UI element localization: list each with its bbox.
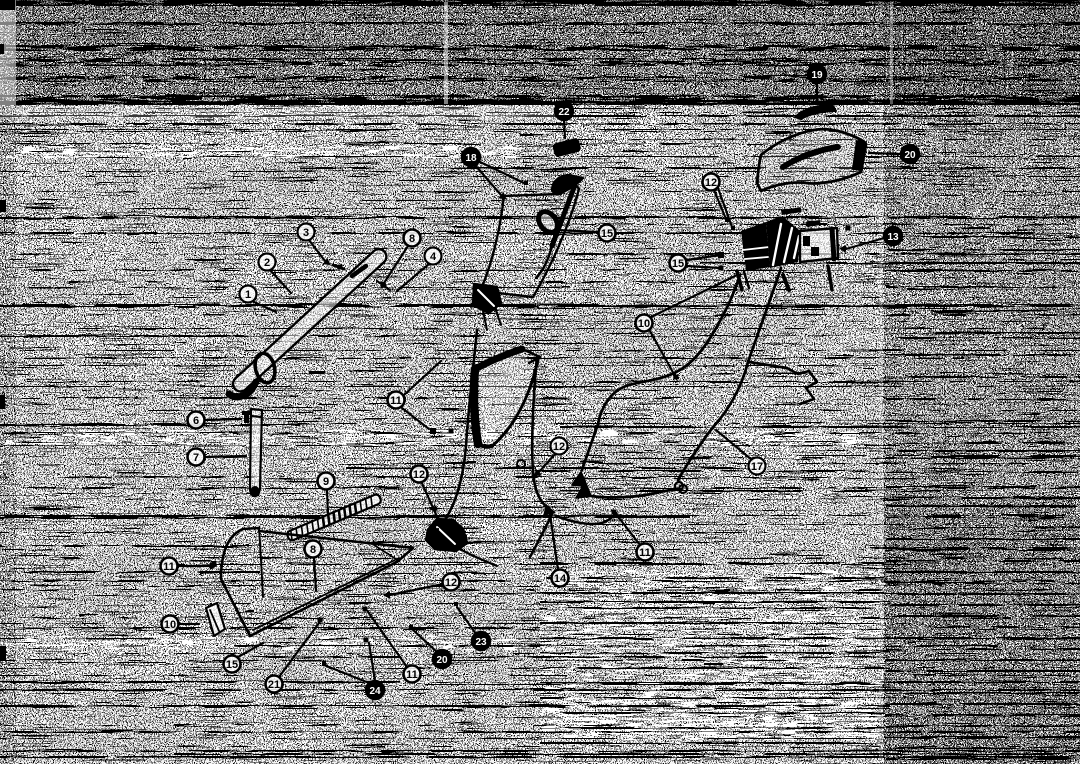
svg-text:2: 2 — [264, 257, 270, 269]
svg-text:9: 9 — [323, 476, 329, 488]
svg-text:12: 12 — [553, 441, 565, 453]
svg-text:8: 8 — [409, 233, 415, 245]
svg-text:6: 6 — [193, 415, 199, 427]
svg-text:24: 24 — [369, 686, 381, 697]
svg-text:8: 8 — [310, 544, 316, 556]
svg-text:10: 10 — [638, 318, 650, 330]
svg-text:11: 11 — [163, 561, 175, 573]
svg-text:12: 12 — [413, 469, 425, 481]
svg-text:10: 10 — [164, 619, 176, 631]
svg-text:17: 17 — [751, 461, 763, 473]
svg-text:12: 12 — [445, 577, 457, 589]
svg-text:20: 20 — [436, 655, 448, 666]
svg-text:13: 13 — [887, 232, 899, 243]
svg-text:3: 3 — [303, 227, 309, 239]
svg-text:7: 7 — [193, 452, 199, 464]
svg-text:23: 23 — [475, 637, 487, 648]
svg-text:15: 15 — [226, 659, 238, 671]
svg-text:11: 11 — [639, 547, 651, 559]
svg-text:22: 22 — [558, 107, 570, 118]
svg-text:11: 11 — [406, 669, 418, 681]
svg-text:1: 1 — [245, 289, 251, 301]
svg-text:21: 21 — [268, 679, 280, 691]
svg-text:14: 14 — [554, 573, 567, 585]
svg-text:18: 18 — [465, 153, 477, 164]
svg-text:15: 15 — [672, 258, 684, 270]
svg-text:11: 11 — [390, 395, 402, 407]
svg-text:15: 15 — [601, 228, 613, 240]
svg-text:4: 4 — [430, 251, 437, 263]
svg-text:19: 19 — [811, 70, 823, 81]
svg-text:20: 20 — [904, 150, 916, 161]
svg-text:12: 12 — [705, 177, 717, 189]
